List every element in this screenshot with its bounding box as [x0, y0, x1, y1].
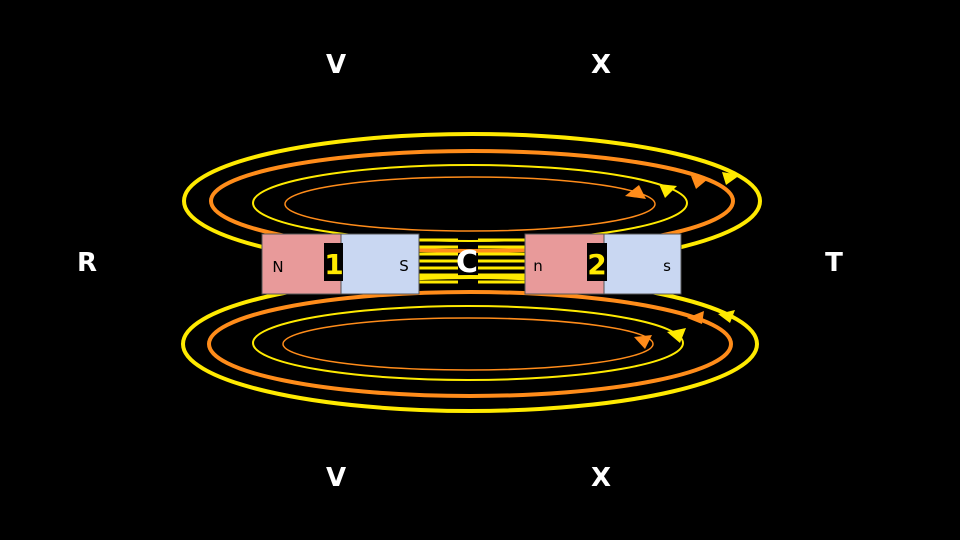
upper-field-loops	[182, 132, 762, 258]
arrow-icon	[625, 185, 646, 199]
lower-arrows	[634, 310, 735, 349]
lower-loop-inner	[282, 317, 654, 371]
magnet-2-number: 2	[587, 248, 606, 281]
region-label-right: T	[825, 248, 843, 278]
arrow-icon	[687, 311, 704, 324]
lower-field-loops	[181, 275, 759, 413]
magnet-1-north-label: N	[272, 258, 283, 276]
upper-loop-2	[209, 149, 735, 253]
gap-field-lines	[418, 238, 525, 284]
magnet-2-north-label: n	[533, 257, 543, 275]
region-label-left: R	[76, 248, 98, 278]
magnet-2-number-badge	[587, 243, 607, 281]
arrow-icon	[659, 184, 677, 198]
magnet-1-south-label: S	[399, 257, 409, 275]
magnet-1: N 1 S	[261, 233, 420, 295]
lower-loop-2	[207, 290, 733, 398]
region-label-bottom-right: X	[590, 463, 612, 493]
magnet-1-number-badge	[324, 243, 343, 281]
arrow-icon	[718, 310, 735, 323]
arrow-icon	[691, 176, 708, 189]
region-label-top-left: V	[325, 50, 347, 80]
magnet-2: n 2 s	[524, 233, 682, 295]
region-label-center: C	[455, 245, 479, 280]
lower-loop-3	[252, 305, 684, 381]
upper-loop-3	[252, 164, 688, 242]
lower-loop-outer	[181, 275, 759, 413]
arrow-icon	[722, 172, 740, 185]
magnet-2-south-pole	[603, 233, 682, 295]
region-label-bottom-left: V	[325, 463, 347, 493]
upper-loop-inner	[284, 176, 656, 232]
arrow-icon	[634, 335, 652, 349]
region-label-top-right: X	[590, 50, 612, 80]
arrow-icon	[667, 328, 686, 343]
magnet-1-number: 1	[324, 248, 343, 281]
upper-arrows	[625, 172, 740, 199]
upper-loop-outer	[182, 132, 762, 258]
magnet-2-south-label: s	[663, 257, 671, 275]
